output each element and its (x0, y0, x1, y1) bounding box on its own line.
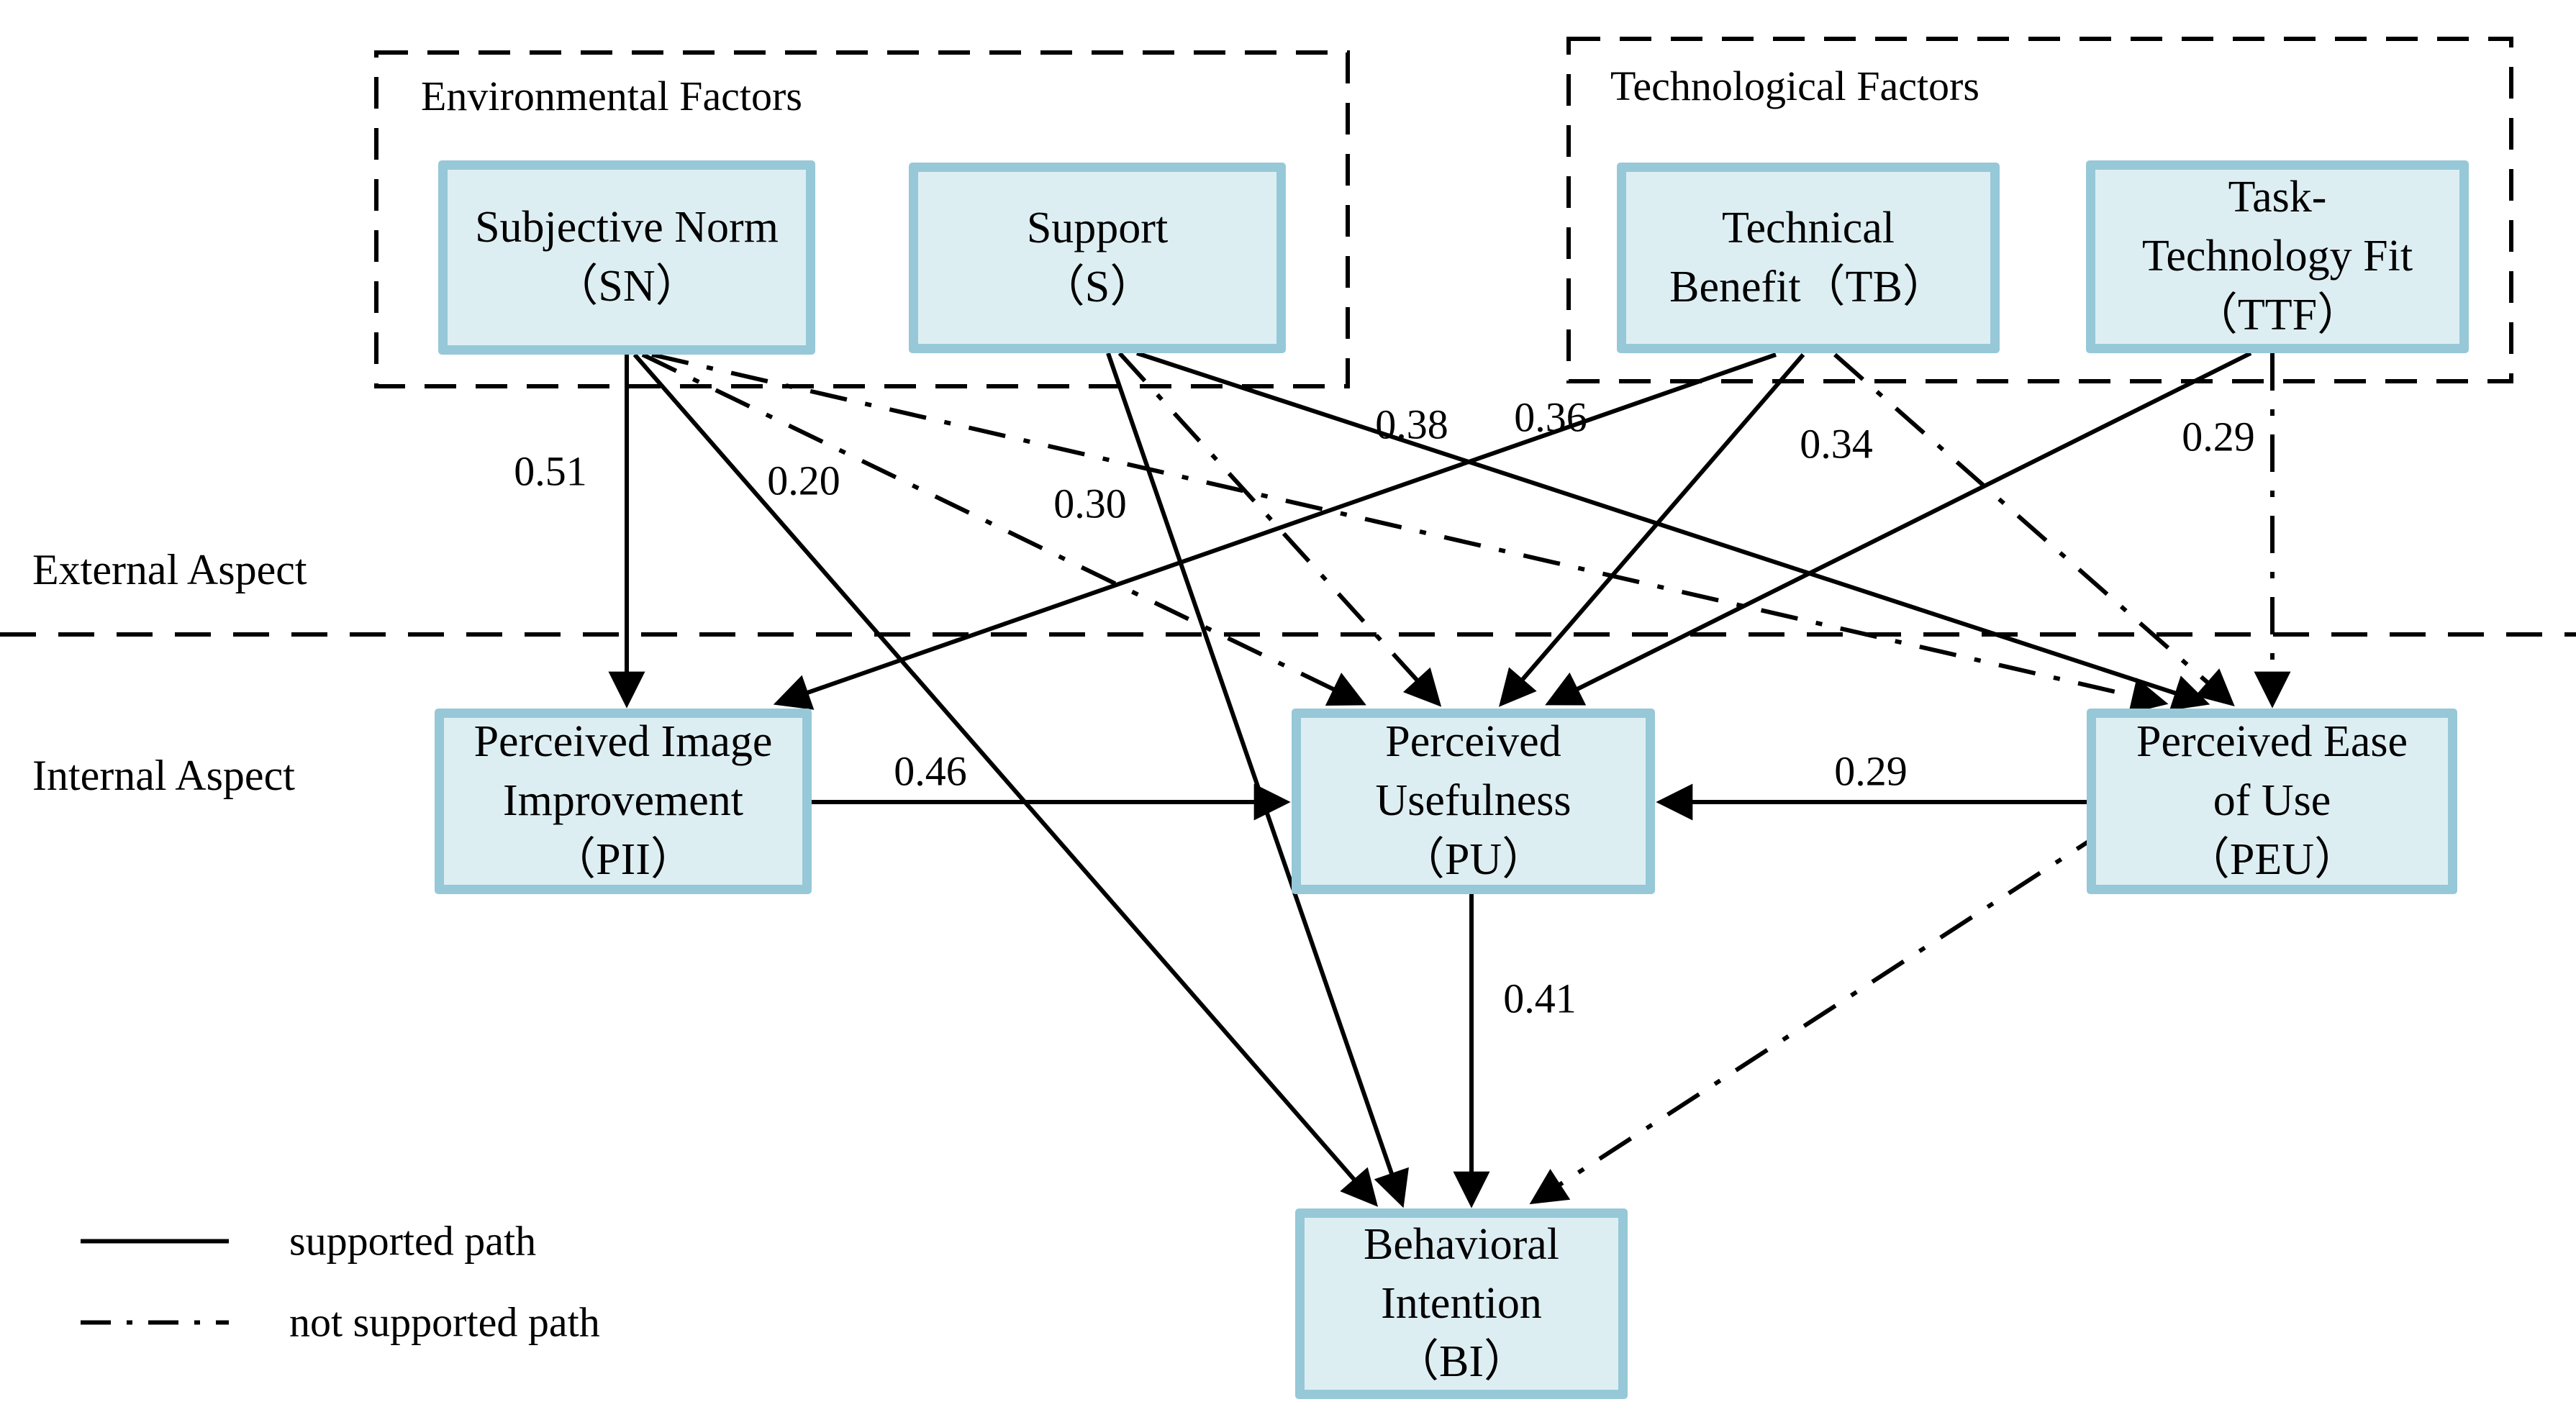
solid-line-sample (81, 1239, 229, 1243)
node-label-perceived-usefulness: Perceived Usefulness （PU） (1375, 717, 1572, 884)
node-label-behavioral-intention: Behavioral Intention （BI） (1363, 1219, 1559, 1387)
node-perceived-image-improvement: Perceived Image Improvement （PII） (435, 709, 812, 894)
group-box-env (374, 50, 1350, 388)
path-arrow-SN-PEU (651, 352, 2169, 714)
group-label-environmental-factors: Environmental Factors (421, 73, 802, 119)
path-arrow-SN-BI (632, 353, 1379, 1207)
node-label-technical-benefit: Technical Benefit（TB） (1669, 203, 1947, 311)
external-aspect-label: External Aspect (32, 546, 307, 593)
legend-label-not-supported-path: not supported path (289, 1298, 600, 1346)
internal-aspect-label: Internal Aspect (32, 752, 295, 799)
path-coefficient-TB-PII: 0.36 (1514, 393, 1587, 441)
path-coefficient-PEU-PU: 0.29 (1834, 747, 1908, 795)
path-arrow-SN-PU (641, 352, 1366, 706)
path-coefficient-S-PEU: 0.38 (1375, 401, 1448, 448)
legend-label-supported-path: supported path (289, 1217, 537, 1265)
path-arrow-S-PEU (1136, 351, 2210, 711)
path-coefficient-TB-PU: 0.34 (1800, 420, 1873, 468)
path-coefficient-SN-BI: 0.20 (767, 457, 840, 504)
node-label-support: Support （S） (1026, 203, 1169, 311)
node-task-technology-fit: Task- Technology Fit （TTF） (2086, 160, 2469, 353)
path-arrow-TB-PII (773, 352, 1777, 710)
dash-dot-line-sample (81, 1320, 229, 1324)
path-arrow-TB-PU (1498, 353, 1805, 707)
path-arrow-PEU-BI (1529, 827, 2110, 1205)
path-coefficient-TTF-PU: 0.29 (2182, 413, 2255, 460)
node-perceived-usefulness: Perceived Usefulness （PU） (1292, 709, 1655, 894)
path-arrow-S-BI (1106, 352, 1409, 1208)
node-label-task-technology-fit: Task- Technology Fit （TTF） (2141, 173, 2413, 340)
node-support: Support （S） (909, 163, 1286, 353)
legend-item-supported-path: supported path (81, 1217, 536, 1265)
node-perceived-ease-of-use: Perceived Ease of Use （PEU） (2087, 709, 2457, 894)
path-coefficient-SN-PII: 0.51 (514, 447, 587, 495)
path-coefficient-S-BI: 0.30 (1053, 480, 1127, 527)
path-arrow-TB-PEU (1833, 352, 2235, 707)
node-behavioral-intention: Behavioral Intention （BI） (1295, 1208, 1628, 1399)
node-label-perceived-image-improvement: Perceived Image Improvement （PII） (473, 717, 773, 884)
path-coefficient-PII-PU: 0.46 (894, 747, 967, 795)
legend-item-not-supported-path: not supported path (81, 1298, 600, 1347)
node-label-perceived-ease-of-use: Perceived Ease of Use （PEU） (2136, 717, 2408, 884)
node-subjective-norm: Subjective Norm （SN） (438, 160, 815, 355)
node-label-subjective-norm: Subjective Norm （SN） (475, 203, 779, 311)
path-coefficient-PU-BI: 0.41 (1503, 975, 1577, 1022)
group-label-technological-factors: Technological Factors (1610, 63, 1979, 109)
node-technical-benefit: Technical Benefit（TB） (1617, 163, 2000, 353)
path-arrow-TTF-PU (1545, 351, 2252, 706)
group-box-tech (1566, 37, 2513, 383)
